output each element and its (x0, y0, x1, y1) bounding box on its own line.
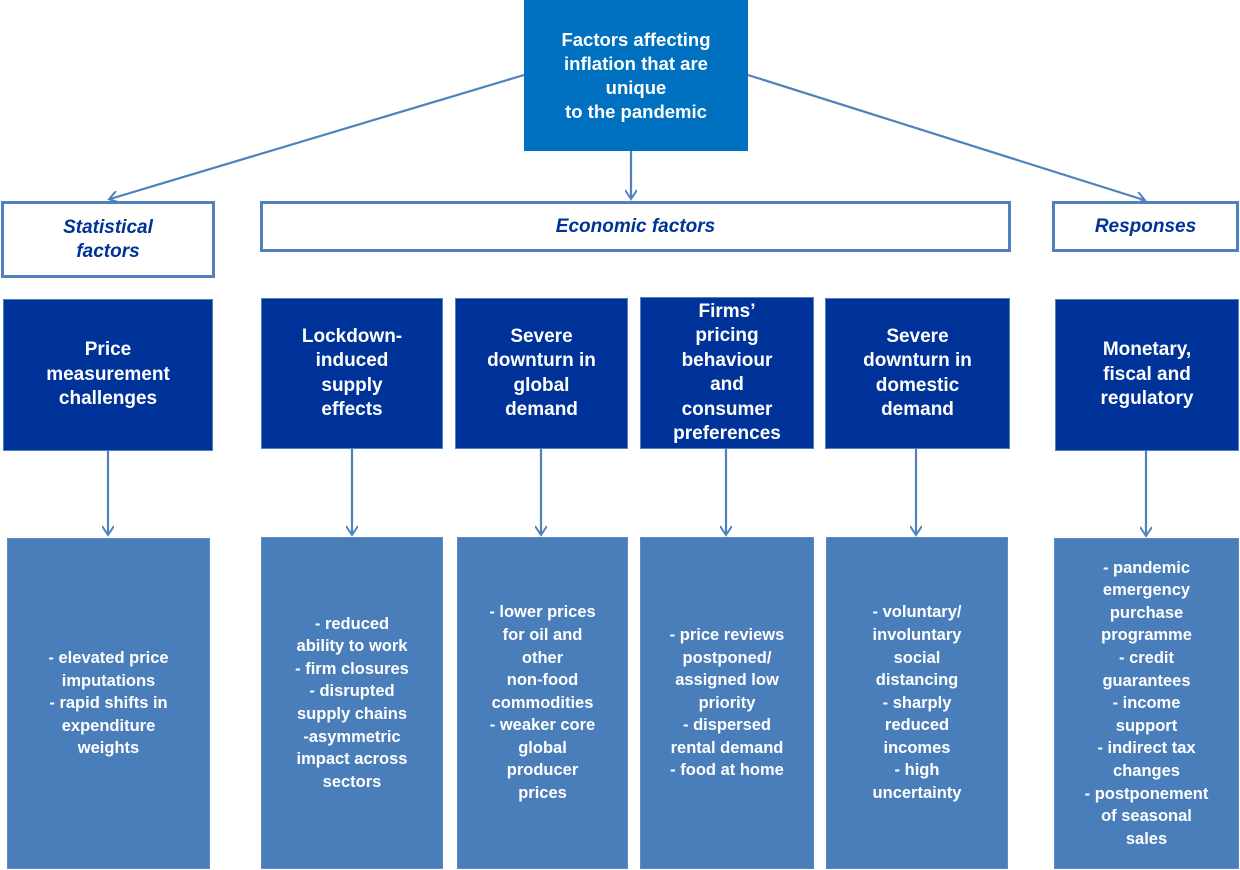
factor-label: Severe downturn in global demand (487, 325, 596, 421)
factor-lockdown-supply: Lockdown- induced supply effects (261, 298, 443, 449)
details-text: - voluntary/ involuntary social distanci… (872, 603, 962, 803)
details-text: - elevated price imputations - rapid shi… (48, 649, 169, 758)
arrow-root-to-statistical (110, 73, 525, 199)
factor-firms-pricing: Firms’ pricing behaviour and consumer pr… (640, 297, 814, 449)
factor-global-demand: Severe downturn in global demand (455, 298, 628, 449)
factor-price-measurement: Price measurement challenges (3, 299, 213, 451)
details-text: - lower prices for oil and other non-foo… (489, 603, 596, 803)
details-policy-responses: - pandemic emergency purchase programme … (1054, 538, 1239, 869)
root-node: Factors affecting inflation that are uni… (524, 0, 748, 151)
factor-label: Price measurement challenges (46, 339, 170, 410)
details-price-measurement: - elevated price imputations - rapid shi… (7, 538, 210, 869)
details-text: - price reviews postponed/ assigned low … (669, 625, 785, 780)
category-responses: Responses (1052, 201, 1239, 252)
category-economic-factors: Economic factors (260, 201, 1011, 252)
details-firms-pricing: - price reviews postponed/ assigned low … (640, 537, 814, 869)
category-label: Responses (1094, 215, 1197, 237)
category-label: Economic factors (555, 215, 716, 237)
details-text: - pandemic emergency purchase programme … (1084, 558, 1209, 848)
category-label: Statistical factors (63, 216, 153, 262)
factor-domestic-demand: Severe downturn in domestic demand (825, 298, 1010, 449)
factor-label: Lockdown- induced supply effects (301, 325, 403, 421)
factor-label: Monetary, fiscal and regulatory (1100, 339, 1194, 410)
details-text: - reduced ability to work - firm closure… (295, 614, 409, 791)
root-node-label: Factors affecting inflation that are uni… (561, 28, 711, 122)
details-global-demand: - lower prices for oil and other non-foo… (457, 537, 628, 869)
details-lockdown-supply: - reduced ability to work - firm closure… (261, 537, 443, 869)
category-statistical-factors: Statistical factors (1, 201, 215, 278)
factor-label: Severe downturn in domestic demand (863, 325, 972, 421)
details-domestic-demand: - voluntary/ involuntary social distanci… (826, 537, 1008, 869)
factor-policy-responses: Monetary, fiscal and regulatory (1055, 299, 1239, 451)
arrow-root-to-responses (747, 73, 1144, 200)
factor-label: Firms’ pricing behaviour and consumer pr… (673, 300, 781, 445)
